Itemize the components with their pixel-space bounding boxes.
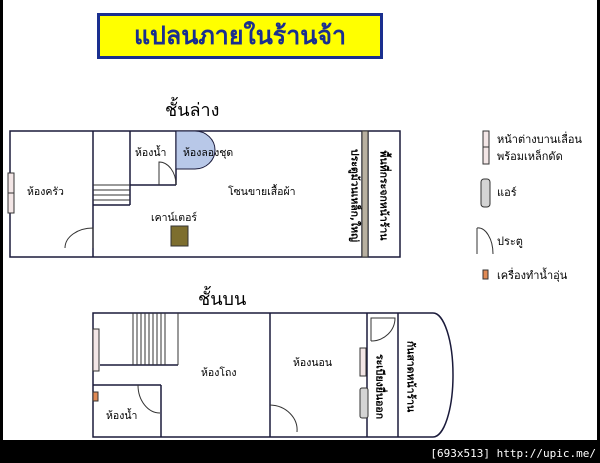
legend-heater-icon	[482, 269, 489, 280]
awning-label: กันสาดหน้าร้าน	[404, 340, 417, 413]
room-bathroom-upper: ห้องน้ำ	[106, 410, 138, 422]
legend-aircon-label: แอร์	[497, 186, 517, 199]
counter-shape	[170, 225, 189, 247]
balcony-label: ระเบียงยื่นออก	[373, 353, 386, 420]
legend-aircon-icon	[480, 178, 491, 208]
window-icon	[92, 328, 100, 372]
upper-floor-label: ชั้นบน	[198, 289, 247, 310]
room-fitting: ห้องลองชุด	[183, 147, 234, 159]
door-icon	[269, 404, 298, 433]
floor-plan-drawing	[7, 130, 494, 438]
window-icon	[359, 347, 367, 377]
room-counter: เคาน์เตอร์	[151, 212, 198, 224]
door-icon	[370, 317, 396, 342]
upper-stairs-icon	[132, 313, 179, 365]
legend-heater-label: เครื่องทำน้ำอุ่น	[497, 269, 568, 282]
legend-window-label: หน้าต่างบานเลื่อน	[497, 133, 582, 146]
legend-door-icon	[476, 227, 494, 255]
water-heater-icon	[92, 391, 99, 402]
legend-door-label: ประตู	[497, 235, 523, 248]
fitting-room-shape	[175, 130, 216, 170]
upper-floor-walls	[92, 312, 454, 438]
watermark: [693x513] http://upic.me/	[430, 447, 596, 460]
legend-icons	[476, 130, 494, 280]
aircon-icon	[359, 387, 369, 419]
door-icon	[137, 384, 161, 414]
roller-door-label: ประตูม้วนเหล็ก,ใหญ่	[348, 148, 361, 243]
roller-door-icon	[361, 130, 369, 258]
glass-front-label: พื้นที่กระจกหน้าร้าน	[377, 150, 390, 241]
door-icon	[64, 227, 94, 249]
plan-title: แปลนภายในร้านจ้า	[97, 13, 383, 59]
ground-stairs-icon	[93, 184, 130, 201]
ground-floor-label: ชั้นล่าง	[165, 100, 220, 121]
floor-plan-canvas: แปลนภายในร้านจ้า ชั้นล่าง	[3, 0, 597, 440]
upper-outline	[92, 312, 454, 438]
room-hall: ห้องโถง	[201, 367, 237, 379]
door-icon	[158, 161, 177, 186]
room-bedroom: ห้องนอน	[293, 357, 333, 369]
room-sales-zone: โซนขายเสื้อผ้า	[228, 186, 296, 198]
legend-window-label-2: พร้อมเหล็กดัด	[497, 150, 563, 163]
room-kitchen: ห้องครัว	[27, 186, 64, 198]
room-bathroom: ห้องน้ำ	[135, 147, 167, 159]
